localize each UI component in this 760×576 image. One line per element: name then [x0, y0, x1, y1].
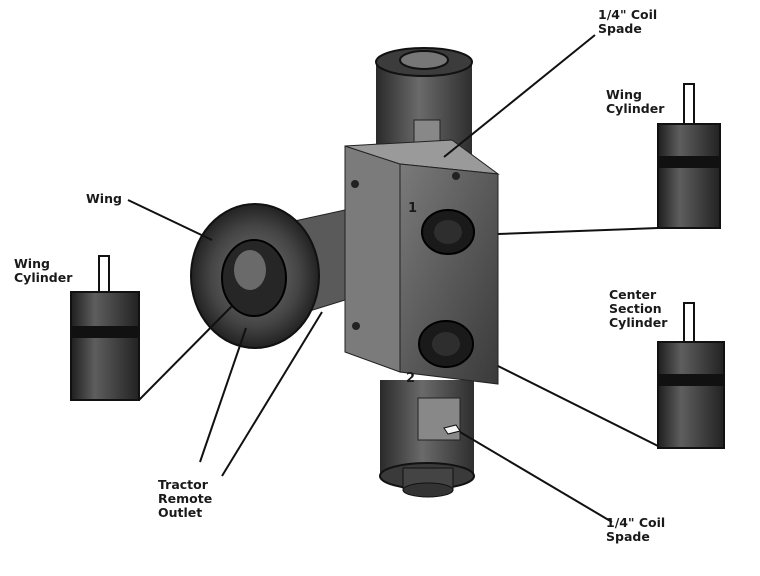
wing-cylinder-right-hose — [497, 227, 659, 235]
tractor-outlet-leader-2 — [221, 311, 323, 477]
label-tractor-remote-outlet: Tractor Remote Outlet — [158, 477, 213, 520]
label-coil-spade-top: 1/4" Coil Spade — [598, 7, 658, 36]
bottom-spool — [379, 380, 475, 498]
coil-spade-bottom-leader — [459, 431, 613, 523]
coil-spade-top-leader — [443, 34, 596, 158]
center-section-cylinder — [657, 302, 725, 449]
label-wing-cylinder-right: Wing Cylinder — [606, 87, 665, 116]
wing-leader — [127, 199, 213, 241]
label-port-1: 1 — [408, 201, 418, 216]
label-port-2: 2 — [406, 371, 416, 386]
leader-lines — [127, 34, 659, 523]
center-cylinder-hose — [497, 365, 659, 447]
wing-cylinder-left-hose — [138, 305, 233, 401]
label-wing: Wing — [86, 191, 122, 206]
coil-spade-bottom-terminal — [443, 424, 461, 435]
label-center-section-cylinder: Center Section Cylinder — [609, 287, 668, 330]
hose-fitting — [190, 203, 346, 349]
label-wing-cylinder-left: Wing Cylinder — [14, 256, 73, 285]
wing-cylinder-left — [70, 255, 140, 401]
valve-block — [344, 139, 500, 385]
label-coil-spade-bottom: 1/4" Coil Spade — [606, 515, 666, 544]
wing-cylinder-right — [657, 83, 721, 229]
tractor-outlet-leader-1 — [199, 327, 247, 463]
